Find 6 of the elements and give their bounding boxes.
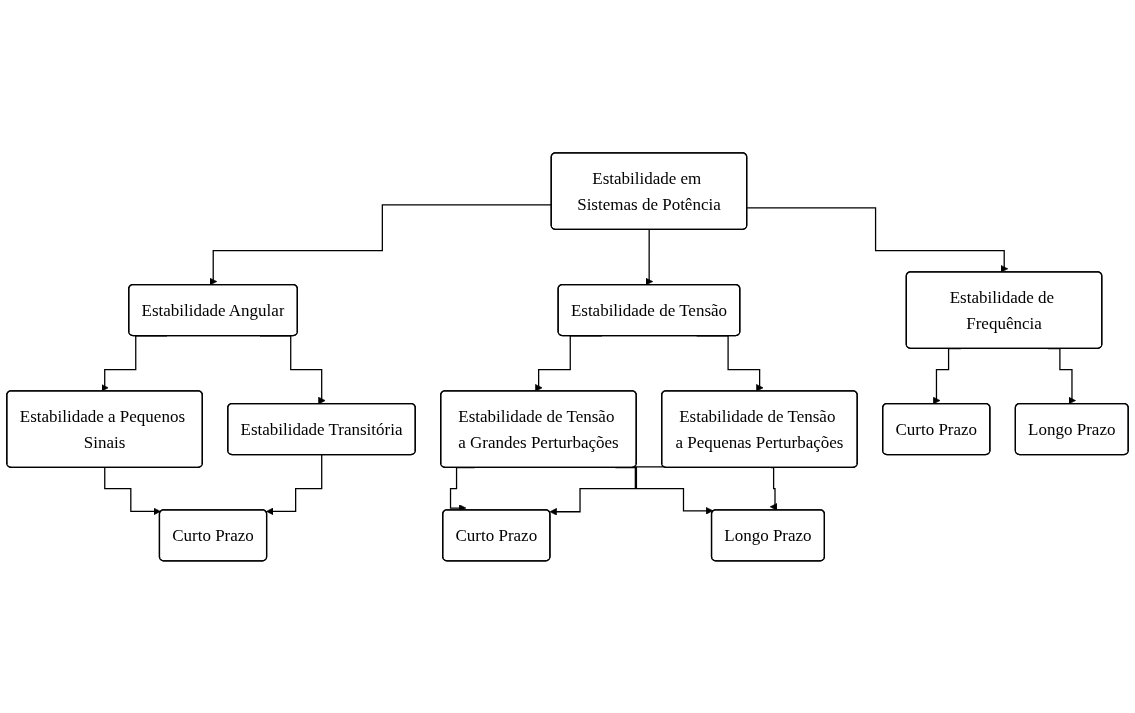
arrow — [266, 454, 323, 515]
arrow — [746, 206, 1009, 273]
arrow — [645, 228, 654, 285]
arrow — [549, 465, 665, 516]
arrow — [769, 466, 778, 511]
arrow — [104, 466, 161, 515]
